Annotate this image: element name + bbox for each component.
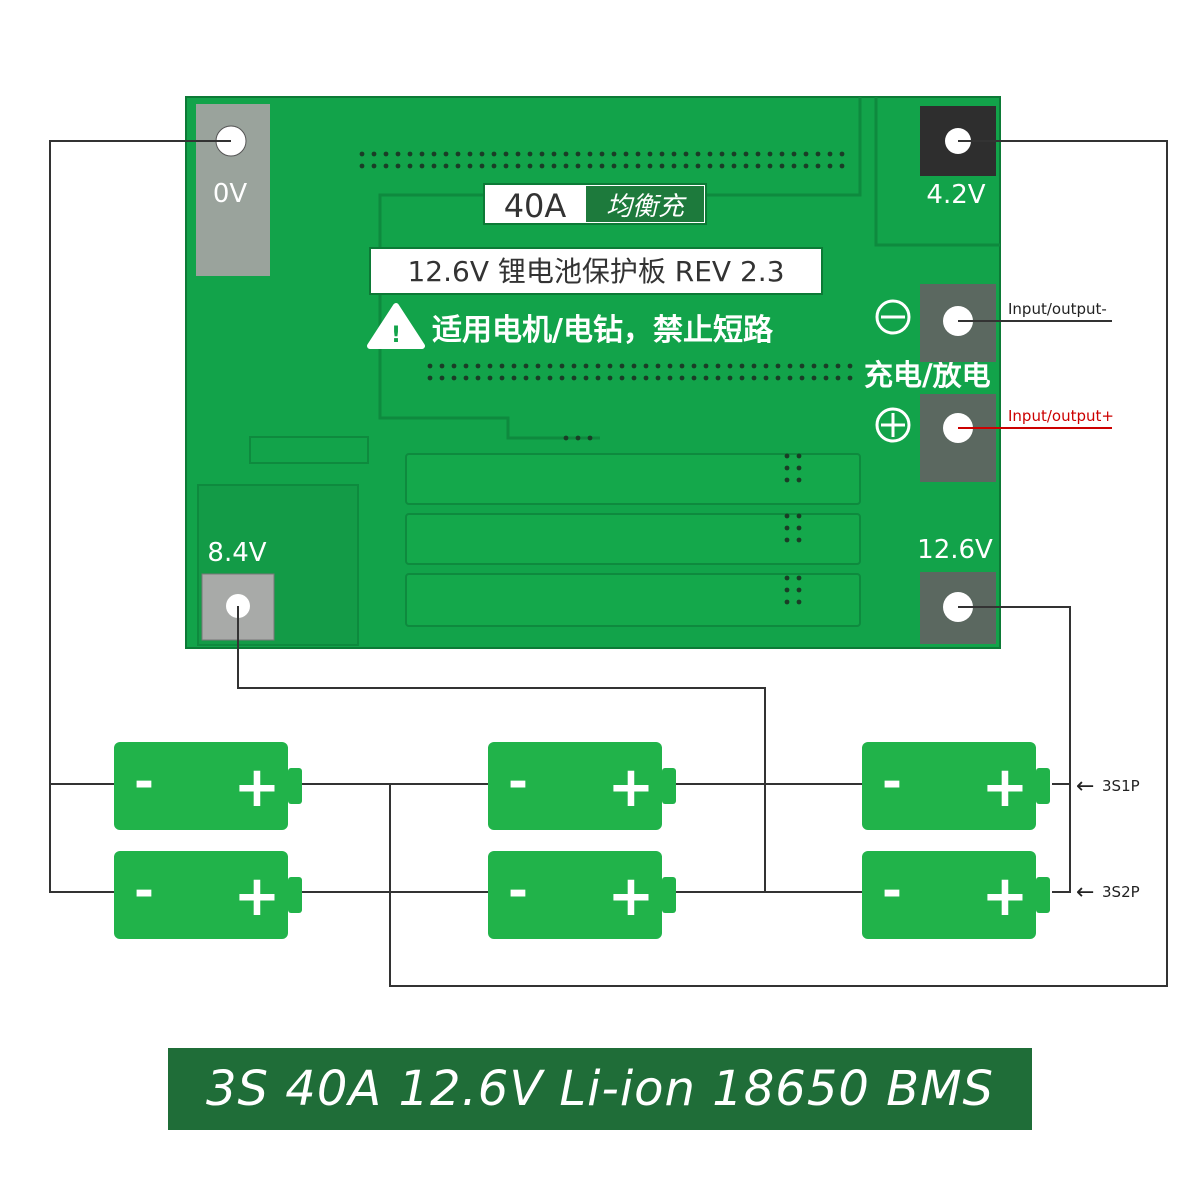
battery-plus-icon: + bbox=[608, 864, 655, 929]
model-label: 12.6V 锂电池保护板 REV 2.3 bbox=[407, 255, 784, 288]
battery-plus-icon: + bbox=[234, 864, 281, 929]
battery-plus-icon: + bbox=[608, 755, 655, 820]
string-label-row2: 3S2P bbox=[1102, 883, 1140, 901]
battery-minus-icon: - bbox=[882, 863, 902, 919]
battery-minus-icon: - bbox=[882, 754, 902, 810]
battery-cell: -+ bbox=[862, 742, 1050, 830]
pad-12-6v-label: 12.6V bbox=[917, 535, 993, 565]
arrow-left-icon: ← bbox=[1076, 880, 1094, 905]
battery-cell: -+ bbox=[488, 851, 676, 939]
title-text: 3S 40A 12.6V Li-ion 18650 BMS bbox=[206, 1061, 994, 1117]
pad-0v-label: 0V bbox=[213, 179, 248, 209]
pad-4-2v: 4.2V bbox=[920, 106, 996, 210]
plus-symbol-icon bbox=[875, 407, 911, 443]
battery-minus-icon: - bbox=[134, 754, 154, 810]
pad-0v: 0V bbox=[196, 104, 270, 276]
battery-cell: -+ bbox=[114, 742, 302, 830]
svg-text:!: ! bbox=[391, 323, 401, 348]
model-label-box: 12.6V 锂电池保护板 REV 2.3 bbox=[369, 247, 823, 295]
rating-label: 40A bbox=[504, 187, 567, 225]
battery-plus-icon: + bbox=[982, 864, 1029, 929]
warning-icon: ! bbox=[367, 303, 425, 349]
pad-8-4v: 8.4V bbox=[201, 538, 275, 641]
arrow-left-icon: ← bbox=[1076, 774, 1094, 799]
io-negative-label: Input/output- bbox=[1008, 300, 1107, 318]
battery-minus-icon: - bbox=[134, 863, 154, 919]
warning-text: 适用电机/电钻，禁止短路 bbox=[432, 313, 774, 348]
pad-4-2v-label: 4.2V bbox=[926, 180, 985, 210]
wires bbox=[49, 140, 1168, 987]
battery-minus-icon: - bbox=[508, 754, 528, 810]
battery-cell: -+ bbox=[488, 742, 676, 830]
charge-discharge-label: 充电/放电 bbox=[864, 358, 991, 392]
pad-io-negative bbox=[920, 284, 996, 362]
pad-io-positive bbox=[920, 394, 996, 482]
title-banner: 3S 40A 12.6V Li-ion 18650 BMS bbox=[168, 1048, 1032, 1130]
battery-cell: -+ bbox=[862, 851, 1050, 939]
battery-cell: -+ bbox=[114, 851, 302, 939]
minus-symbol-icon bbox=[875, 299, 911, 335]
battery-plus-icon: + bbox=[982, 755, 1029, 820]
io-positive-label: Input/output+ bbox=[1008, 407, 1114, 425]
pad-8-4v-label: 8.4V bbox=[207, 538, 266, 568]
battery-minus-icon: - bbox=[508, 863, 528, 919]
battery-cells: -+-+-+-+-+-+ bbox=[114, 742, 1050, 939]
string-label-row1: 3S1P bbox=[1102, 777, 1140, 795]
pad-12-6v: 12.6V bbox=[917, 535, 996, 644]
string-label-3s1p: ← 3S1P bbox=[1076, 774, 1140, 799]
balance-label: 均衡充 bbox=[606, 192, 687, 222]
battery-plus-icon: + bbox=[234, 755, 281, 820]
rating-label-box: 40A 均衡充 bbox=[483, 183, 707, 225]
string-label-3s2p: ← 3S2P bbox=[1076, 880, 1140, 905]
